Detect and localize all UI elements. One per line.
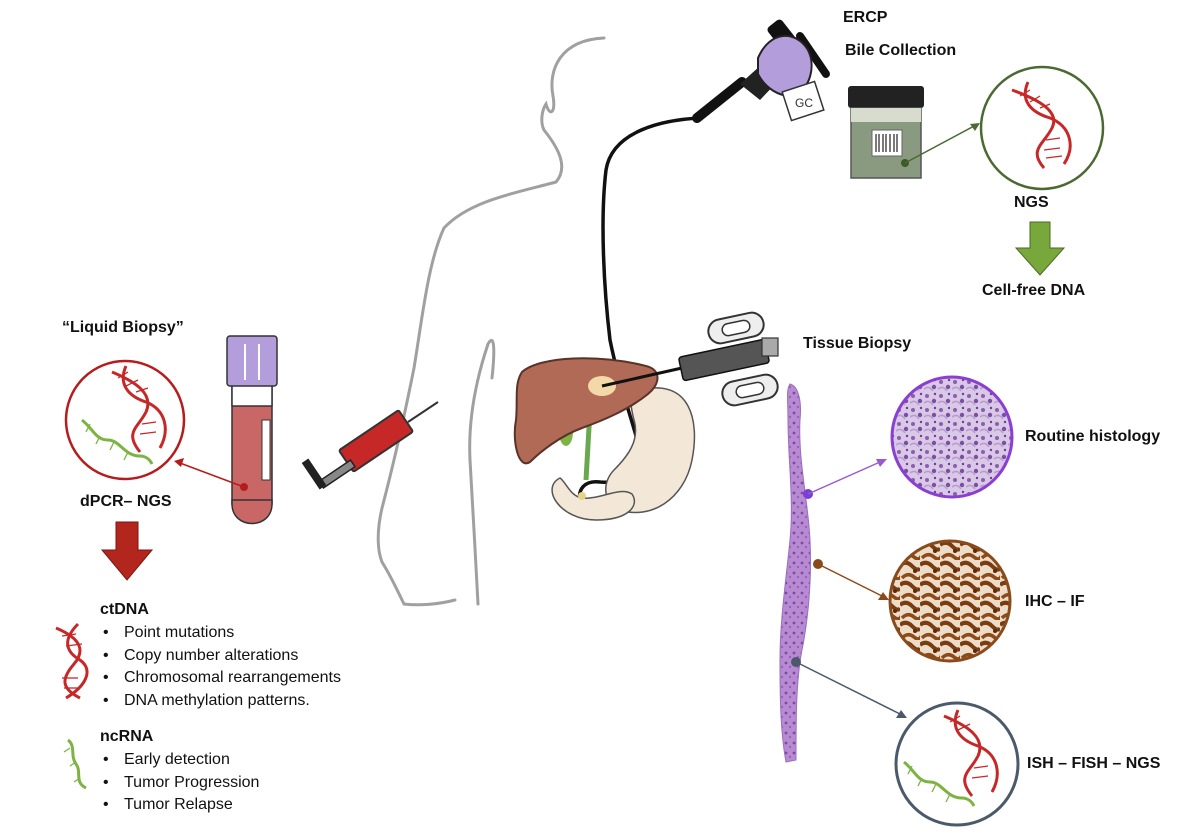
endoscope-cable [577,116,701,501]
green-down-arrow [1014,221,1066,276]
liver-and-stomach [513,357,696,521]
ercp-label: ERCP [843,9,888,26]
ish-fish-ngs-circle [894,701,1020,827]
rna-icon [903,760,976,807]
tissue-core-strip [779,383,812,763]
dna-icon [111,365,167,453]
list-item: Early detection [100,749,259,772]
bile-collection-jar [848,86,924,179]
dna-icon [55,622,89,700]
routine-histology-circle [890,375,1014,499]
blood-tube [226,335,278,525]
biopsy-needle [601,311,779,407]
ctdna-list: Point mutations Copy number alterations … [100,622,341,712]
liquid-biopsy-circle [64,359,186,481]
dna-icon [1011,81,1072,169]
body-outline-arm [468,339,496,606]
list-item: Chromosomal rearrangements [100,667,341,690]
dpcr-ngs-label: dPCR– NGS [80,493,172,510]
liquid-biopsy-label: “Liquid Biopsy” [62,319,184,336]
bile-collection-label: Bile Collection [845,42,957,59]
routine-histology-label: Routine histology [1025,428,1161,445]
endoscope-handle: GC [692,19,830,123]
list-item: DNA methylation patterns. [100,690,341,713]
tissue-biopsy-label: Tissue Biopsy [803,335,912,352]
ish-fish-ngs-label: ISH – FISH – NGS [1027,755,1161,772]
ncrna-title: ncRNA [100,728,154,745]
list-item: Copy number alterations [100,645,341,668]
dna-icon [943,709,999,797]
ihc-if-circle [888,539,1012,663]
cell-free-dna-label: Cell-free DNA [982,282,1086,299]
body-outline [376,36,606,607]
list-item: Tumor Relapse [100,794,259,817]
list-item: Tumor Progression [100,772,259,795]
bile-dna-circle [979,65,1105,191]
blood-syringe [301,401,439,490]
ncrna-list: Early detection Tumor Progression Tumor … [100,749,259,817]
ngs-label: NGS [1014,194,1049,211]
ctdna-title: ctDNA [100,601,149,618]
rna-icon [63,738,87,790]
ihc-if-label: IHC – IF [1025,593,1085,610]
rna-icon [81,418,154,465]
list-item: Point mutations [100,622,341,645]
red-down-arrow [100,521,154,581]
svg-text:GC: GC [795,96,813,110]
